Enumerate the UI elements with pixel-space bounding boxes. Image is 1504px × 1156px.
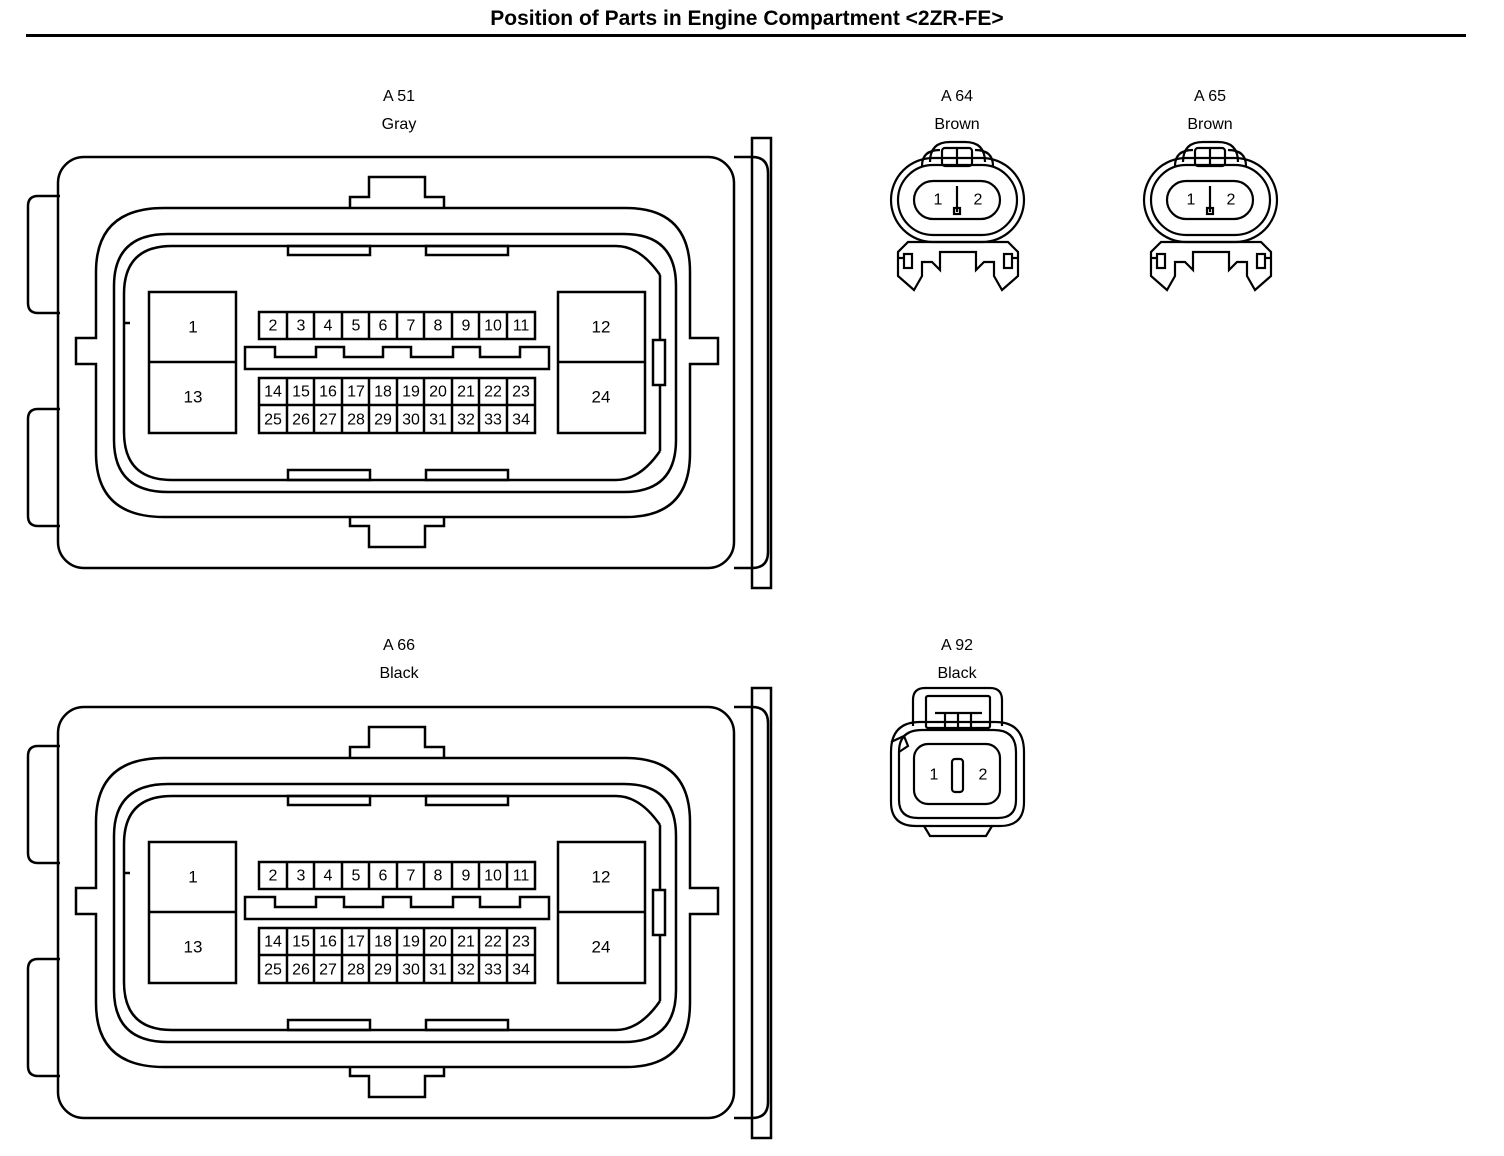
a51-pin-9: 9: [462, 318, 471, 335]
a51-pin-31: 31: [429, 412, 447, 429]
a51-pin-3: 3: [297, 318, 306, 335]
a66-pin-26: 26: [292, 962, 310, 979]
a92-color: Black: [937, 665, 977, 682]
a66-pin-29: 29: [374, 962, 392, 979]
a66-pin-19: 19: [402, 934, 420, 951]
a51-pin-15: 15: [292, 384, 310, 401]
a66-pin-8: 8: [434, 868, 443, 885]
a51-pin-11: 11: [513, 318, 530, 335]
a66-pin-3: 3: [297, 868, 306, 885]
a51-pin-27: 27: [319, 412, 337, 429]
a66-pin-11: 11: [513, 868, 530, 885]
a92-pin-2: 2: [979, 767, 988, 784]
a51-pin-22: 22: [484, 384, 502, 401]
a51-pin-24: 24: [592, 388, 611, 407]
a66-pin-18: 18: [374, 934, 392, 951]
title-rule: [26, 34, 1466, 37]
a66-pin-16: 16: [319, 934, 337, 951]
a66-pin-27: 27: [319, 962, 337, 979]
a66-pin-20: 20: [429, 934, 447, 951]
a51-pin-25: 25: [264, 412, 282, 429]
a92-code: A 92: [941, 637, 973, 654]
a64-color: Brown: [934, 116, 979, 133]
a51-color: Gray: [382, 116, 417, 133]
a51-pin-14: 14: [264, 384, 282, 401]
connector-a64: A 64 Brown 1 2: [889, 88, 1026, 292]
a51-pin-23: 23: [512, 384, 530, 401]
a66-pin-33: 33: [484, 962, 502, 979]
a51-pin-5: 5: [352, 318, 361, 335]
a51-pin-17: 17: [347, 384, 365, 401]
a51-pin-12: 12: [592, 318, 611, 337]
a51-pin-8: 8: [434, 318, 443, 335]
a66-pin-25: 25: [264, 962, 282, 979]
a51-pin-10: 10: [484, 318, 502, 335]
connector-a65: A 65 Brown 1 2: [1142, 88, 1279, 292]
a66-pin-23: 23: [512, 934, 530, 951]
a51-pin-4: 4: [324, 318, 333, 335]
a65-connector-outline: [1142, 140, 1279, 292]
a66-pin-17: 17: [347, 934, 365, 951]
a66-pin-12: 12: [592, 868, 611, 887]
page-title: Position of Parts in Engine Compartment …: [490, 7, 1004, 30]
a66-pin-34: 34: [512, 962, 530, 979]
a66-pin-31: 31: [429, 962, 447, 979]
a51-code: A 51: [383, 88, 415, 105]
a51-pin-21: 21: [457, 384, 475, 401]
a51-pin-18: 18: [374, 384, 392, 401]
a66-pin-30: 30: [402, 962, 420, 979]
a51-pin-33: 33: [484, 412, 502, 429]
a66-pin-2: 2: [269, 868, 278, 885]
a64-pin-1: 1: [934, 192, 943, 209]
a51-pin-1: 1: [188, 318, 197, 337]
a66-pin-32: 32: [457, 962, 475, 979]
a66-pin-15: 15: [292, 934, 310, 951]
a51-pin-6: 6: [379, 318, 388, 335]
a51-pin-20: 20: [429, 384, 447, 401]
a66-pin-10: 10: [484, 868, 502, 885]
a51-pin-16: 16: [319, 384, 337, 401]
a66-pin-4: 4: [324, 868, 333, 885]
a92-pin-1: 1: [930, 767, 939, 784]
a66-pin-22: 22: [484, 934, 502, 951]
a66-pin-1: 1: [188, 868, 197, 887]
a65-code: A 65: [1194, 88, 1226, 105]
a51-pin-2: 2: [269, 318, 278, 335]
a92-connector-outline: [889, 686, 1026, 838]
a51-pin-28: 28: [347, 412, 365, 429]
a65-pin-2: 2: [1227, 192, 1236, 209]
a51-pin-26: 26: [292, 412, 310, 429]
a66-pin-7: 7: [407, 868, 416, 885]
a66-code: A 66: [383, 637, 415, 654]
a66-connector-outline: [26, 686, 773, 1140]
a51-pin-13: 13: [184, 388, 203, 407]
connector-a92: A 92 Black 1 2: [889, 637, 1026, 838]
a51-pin-19: 19: [402, 384, 420, 401]
a51-pin-7: 7: [407, 318, 416, 335]
a51-pin-30: 30: [402, 412, 420, 429]
a66-pin-21: 21: [457, 934, 475, 951]
a66-color: Black: [379, 665, 419, 682]
a64-code: A 64: [941, 88, 973, 105]
a66-pin-6: 6: [379, 868, 388, 885]
a51-pin-34: 34: [512, 412, 530, 429]
a64-pin-2: 2: [974, 192, 983, 209]
a65-pin-1: 1: [1187, 192, 1196, 209]
a51-pin-32: 32: [457, 412, 475, 429]
a66-pin-24: 24: [592, 938, 611, 957]
a66-pin-5: 5: [352, 868, 361, 885]
a64-connector-outline: [889, 140, 1026, 292]
a65-color: Brown: [1187, 116, 1232, 133]
a51-pin-29: 29: [374, 412, 392, 429]
a51-connector-outline: [26, 136, 773, 590]
a66-pin-28: 28: [347, 962, 365, 979]
a66-pin-9: 9: [462, 868, 471, 885]
a66-pin-13: 13: [184, 938, 203, 957]
a66-pin-14: 14: [264, 934, 282, 951]
